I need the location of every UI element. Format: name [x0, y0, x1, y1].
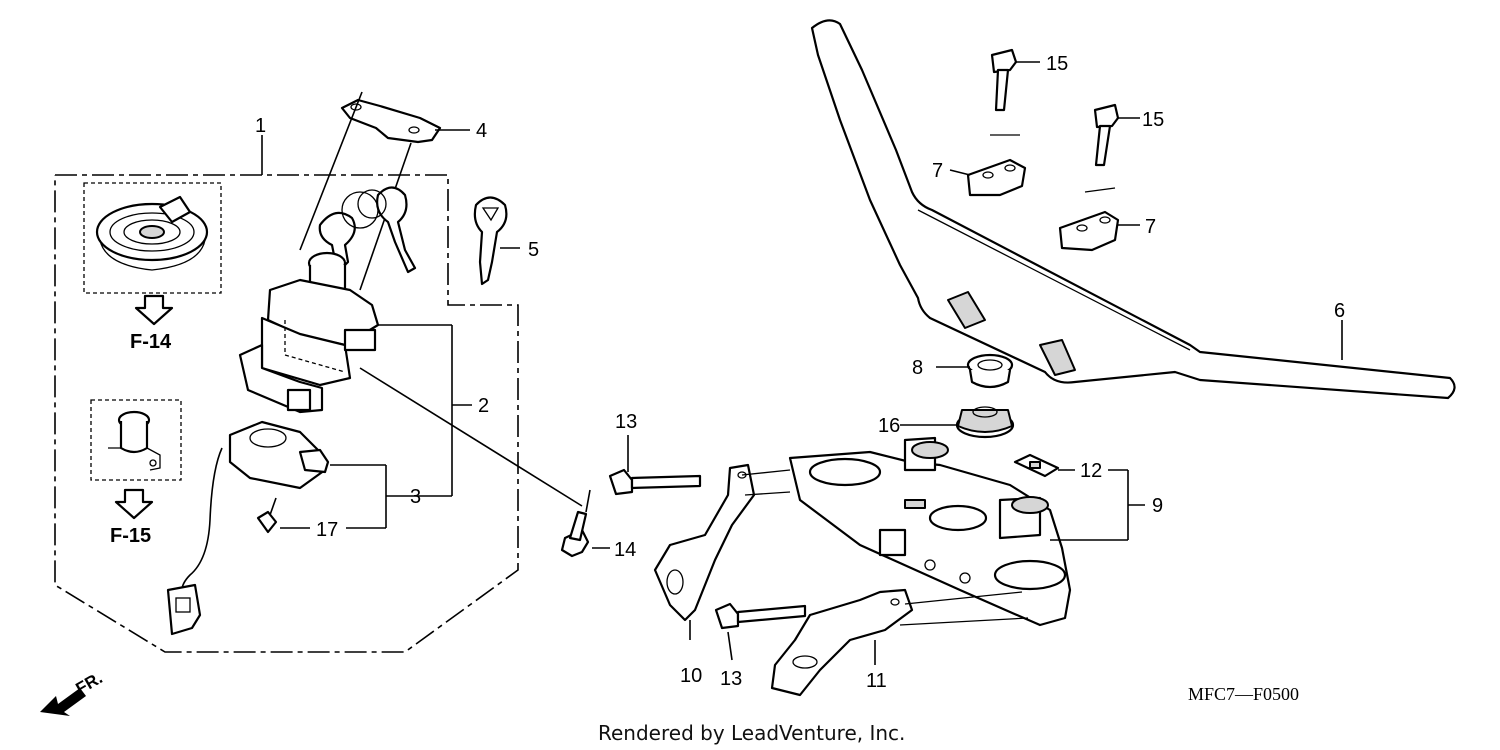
callout-13-upper[interactable]: 13	[615, 411, 637, 433]
callout-4[interactable]: 4	[476, 120, 487, 142]
part-10-bracket	[653, 463, 791, 640]
callout-2[interactable]: 2	[478, 395, 489, 417]
callout-15-lower[interactable]: 15	[1142, 109, 1164, 131]
part-5-key-blank	[473, 196, 508, 286]
callout-5[interactable]: 5	[528, 239, 539, 261]
front-arrow-icon	[40, 688, 86, 716]
part-11-bracket	[770, 588, 1029, 697]
callout-13-lower[interactable]: 13	[720, 668, 742, 690]
arrow-down-icon-f15	[114, 488, 154, 520]
callout-8[interactable]: 8	[912, 357, 923, 379]
part-13-bolt-upper	[608, 468, 702, 496]
ref-f14-label[interactable]: F-14	[130, 331, 172, 353]
callout-9[interactable]: 9	[1152, 495, 1163, 517]
part-12-plate	[1013, 453, 1060, 478]
part-keys	[318, 186, 417, 274]
callout-7-upper[interactable]: 7	[932, 160, 943, 182]
fuel-cap-inset	[83, 182, 222, 294]
part-3-switch-unit	[166, 420, 330, 636]
part-4-cover-plate	[299, 91, 442, 291]
callout-7-lower[interactable]: 7	[1145, 216, 1156, 238]
part-6-handlebar	[810, 19, 1456, 400]
callout-14[interactable]: 14	[614, 539, 636, 561]
part-16-nut	[955, 406, 1015, 439]
part-9-top-bridge	[788, 436, 1072, 627]
group-1-outline	[54, 174, 519, 653]
credit-text: Rendered by LeadVenture, Inc.	[598, 721, 905, 745]
callout-11[interactable]: 11	[866, 670, 887, 692]
diagram-code: MFC7—F0500	[1188, 684, 1299, 704]
part-13-bolt-lower	[714, 602, 807, 630]
part-15-bolt-lower	[1093, 103, 1120, 167]
part-7-holder-lower	[1058, 187, 1120, 252]
ref-f15-label[interactable]: F-15	[110, 525, 151, 547]
callout-16[interactable]: 16	[878, 415, 900, 437]
part-8-grommet	[966, 353, 1014, 389]
callout-12[interactable]: 12	[1080, 460, 1102, 482]
part-15-bolt-upper	[990, 48, 1018, 112]
callout-6[interactable]: 6	[1334, 300, 1345, 322]
callout-3[interactable]: 3	[410, 486, 421, 508]
callout-1[interactable]: 1	[255, 115, 266, 137]
leader-lines	[261, 61, 1343, 665]
part-17-screw	[256, 497, 278, 534]
part-14-bolt	[359, 367, 591, 558]
part-2-ignition-switch	[238, 251, 380, 414]
callout-15-upper[interactable]: 15	[1046, 53, 1068, 75]
callout-17[interactable]: 17	[316, 519, 338, 541]
part-7-holder-upper	[966, 134, 1027, 197]
seat-lock-inset	[90, 399, 182, 481]
arrow-down-icon-f14	[134, 294, 174, 326]
callout-10[interactable]: 10	[680, 665, 702, 687]
